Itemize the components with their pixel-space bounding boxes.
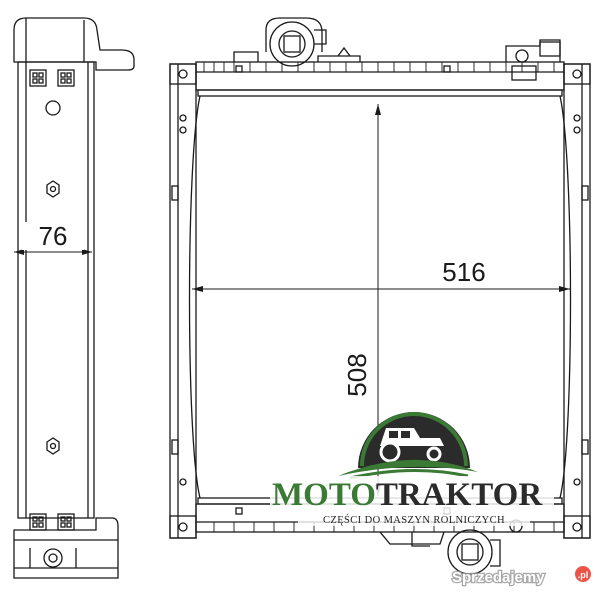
logo-text-moto: MOTO [272,477,376,513]
depth-dimension-line [14,249,92,255]
radiator-side-view [13,17,135,579]
logo-text-traktor: TRAKTOR [376,477,543,513]
logo-tagline: CZĘŚCI DO MASZYN ROLNICZYCH [323,514,505,526]
mototraktor-logo: MOTOTRAKTOR CZĘŚCI DO MASZYN ROLNICZYCH [270,412,554,526]
svg-text:MOTOTRAKTOR: MOTOTRAKTOR [272,477,543,513]
width-dimension-label: 516 [442,257,485,287]
sprzedajemy-watermark: Sprzedajemy .pl [451,566,591,587]
tractor-icon [379,428,444,463]
depth-dimension-label: 76 [39,221,68,251]
watermark-text: Sprzedajemy [452,569,545,586]
height-dimension-label: 508 [342,353,372,396]
watermark-badge: .pl [578,570,589,580]
width-dimension-line [192,286,570,292]
